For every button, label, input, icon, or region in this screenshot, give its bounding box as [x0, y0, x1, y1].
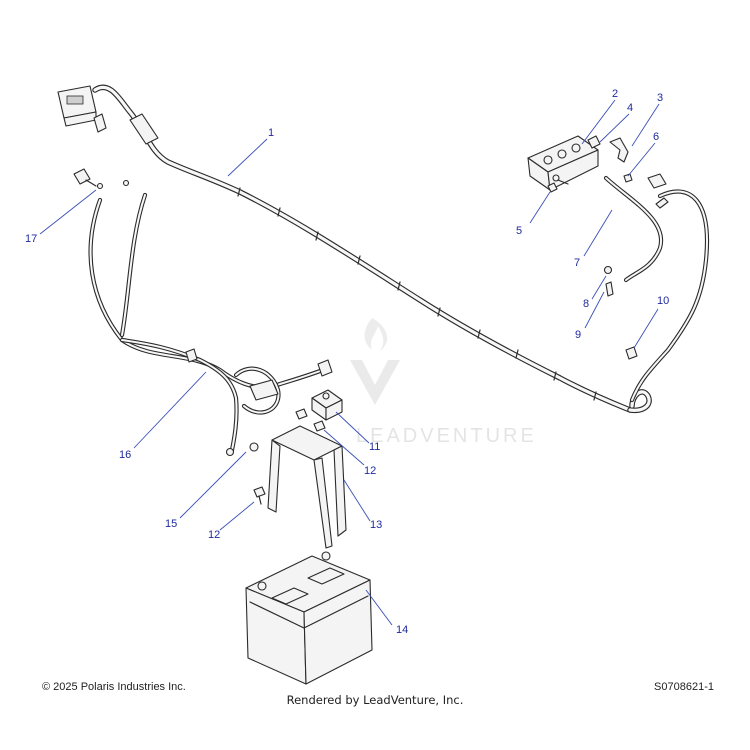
callout-12-lower[interactable]: 12	[208, 529, 220, 541]
callout-13[interactable]: 13	[370, 519, 382, 531]
callout-1[interactable]: 1	[268, 127, 274, 139]
callout-2[interactable]: 2	[612, 88, 618, 100]
callout-4[interactable]: 4	[627, 102, 633, 114]
starter-solenoid	[311, 389, 343, 421]
callout-numbers: 1 2 3 4 5 6 7 8 9 10 11 12 12 13 14 15 1…	[25, 88, 669, 636]
callout-7[interactable]: 7	[574, 257, 580, 269]
fuse-relay-block	[527, 135, 629, 191]
copyright-notice: © 2025 Polaris Industries Inc.	[42, 681, 186, 693]
leadventure-watermark: LEADVENTURE	[350, 318, 537, 447]
hardware-8	[603, 265, 613, 275]
watermark-text: LEADVENTURE	[356, 425, 537, 447]
bolt-12-lower	[253, 486, 266, 505]
callout-9[interactable]: 9	[575, 329, 581, 341]
callout-14[interactable]: 14	[396, 624, 408, 636]
hardware-10	[625, 346, 638, 360]
callout-11[interactable]: 11	[369, 441, 380, 453]
hardware-5	[547, 182, 558, 193]
callout-8[interactable]: 8	[583, 298, 589, 310]
callout-15[interactable]: 15	[165, 518, 177, 530]
callout-12-upper[interactable]: 12	[364, 465, 376, 477]
callout-3[interactable]: 3	[657, 92, 663, 104]
negative-cable	[629, 173, 710, 403]
callout-6[interactable]: 6	[653, 131, 659, 143]
nut-15	[249, 442, 259, 452]
main-wire-harness	[57, 84, 652, 414]
callout-16[interactable]: 16	[119, 449, 131, 461]
drawing-number: S0708621-1	[654, 681, 714, 693]
battery	[245, 551, 373, 685]
positive-cable	[603, 173, 664, 283]
rendered-by-credit: Rendered by LeadVenture, Inc.	[286, 693, 464, 707]
bolt-17	[73, 168, 130, 190]
leader-lines	[39, 99, 660, 626]
callout-5[interactable]: 5	[516, 225, 522, 237]
hardware-9	[605, 281, 614, 297]
callout-17[interactable]: 17	[25, 233, 37, 245]
bolt-12-upper	[295, 408, 326, 432]
callout-10[interactable]: 10	[657, 295, 669, 307]
battery-hold-down-bracket	[267, 425, 347, 549]
battery-cable-harness	[88, 192, 333, 457]
